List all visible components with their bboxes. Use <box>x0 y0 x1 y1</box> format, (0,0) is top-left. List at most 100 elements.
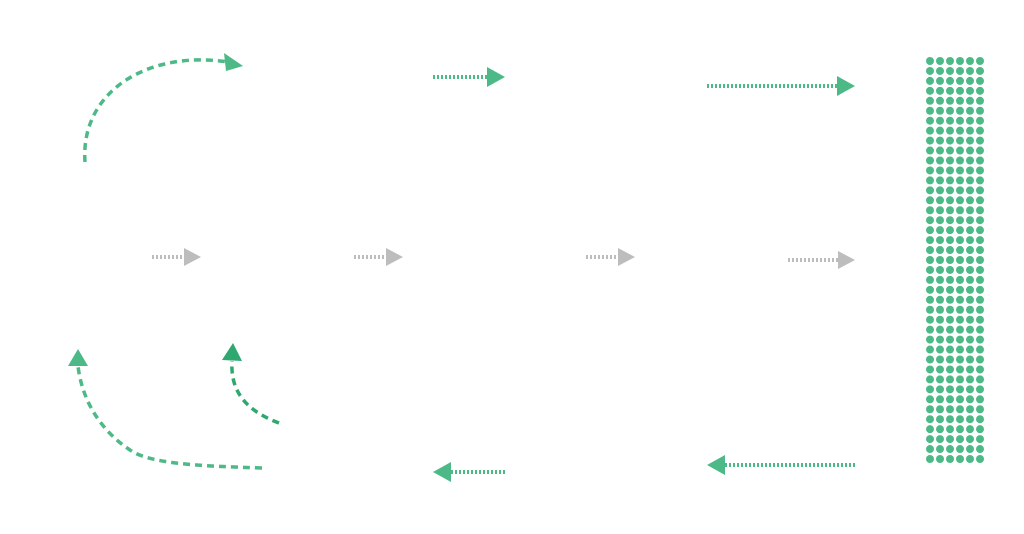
grid-dot <box>976 106 984 115</box>
grid-dot <box>936 345 944 354</box>
grid-dot <box>946 126 954 135</box>
grid-dot <box>976 126 984 135</box>
grid-dot <box>966 126 974 135</box>
grid-dot <box>946 445 954 454</box>
grid-dot <box>926 425 934 434</box>
grid-dot <box>946 295 954 304</box>
grid-dot <box>926 106 934 115</box>
grid-dot <box>946 335 954 344</box>
arrow-left-bottom-2 <box>707 455 855 475</box>
grid-dot <box>946 96 954 105</box>
grid-dot <box>936 206 944 215</box>
grid-dot <box>926 256 934 264</box>
grid-dot <box>936 176 944 185</box>
grid-dot <box>936 246 944 255</box>
grid-dot <box>966 216 974 225</box>
grid-dot <box>936 57 944 65</box>
grid-dot <box>926 136 934 145</box>
grid-dot <box>966 156 974 165</box>
grid-dot <box>926 305 934 314</box>
grid-dot <box>976 395 984 404</box>
grid-dot <box>966 295 974 304</box>
grid-dot <box>976 146 984 155</box>
grid-dot <box>976 57 984 65</box>
grid-dot <box>936 335 944 344</box>
grid-dot <box>966 385 974 394</box>
grid-dot <box>946 285 954 294</box>
grid-dot <box>946 106 954 115</box>
grid-dot <box>936 86 944 95</box>
grid-dot <box>936 236 944 245</box>
grid-dot <box>966 325 974 334</box>
grid-dot <box>936 106 944 115</box>
grid-dot <box>976 415 984 424</box>
grid-dot <box>946 156 954 165</box>
grid-dot <box>966 445 974 454</box>
grid-dot <box>976 325 984 334</box>
grid-dot <box>946 57 954 65</box>
grid-dot <box>956 405 964 414</box>
grid-dot <box>946 186 954 195</box>
gray-arrow-1 <box>152 248 201 266</box>
grid-dot <box>966 146 974 155</box>
grid-dot <box>976 455 984 463</box>
grid-dot <box>926 345 934 354</box>
grid-dot <box>966 57 974 65</box>
grid-dot <box>926 325 934 334</box>
grid-dot <box>936 315 944 324</box>
grid-dot <box>936 226 944 235</box>
grid-dot <box>926 206 934 215</box>
grid-dot <box>956 96 964 105</box>
grid-dot <box>926 365 934 374</box>
grid-dot <box>926 236 934 245</box>
grid-dot <box>926 146 934 155</box>
arrow-right-top-1 <box>433 67 505 87</box>
grid-dot <box>926 186 934 195</box>
curved-arrow-top-left <box>83 53 243 163</box>
grid-dot <box>956 385 964 394</box>
grid-dot <box>976 166 984 175</box>
grid-dot <box>966 275 974 284</box>
grid-dot <box>976 86 984 95</box>
grid-dot <box>936 365 944 374</box>
grid-dot <box>956 325 964 334</box>
grid-dot <box>966 455 974 463</box>
grid-dot <box>946 76 954 85</box>
grid-dot <box>926 226 934 235</box>
grid-dot <box>926 216 934 225</box>
grid-dot <box>946 365 954 374</box>
grid-dot <box>936 265 944 274</box>
grid-dot <box>926 156 934 165</box>
grid-dot <box>966 345 974 354</box>
grid-dot <box>926 315 934 324</box>
grid-dot <box>936 375 944 384</box>
grid-dot <box>926 166 934 175</box>
grid-dot <box>976 435 984 444</box>
grid-dot <box>966 66 974 75</box>
grid-dot <box>936 166 944 175</box>
grid-dot <box>966 335 974 344</box>
grid-dot <box>946 166 954 175</box>
grid-dot <box>966 96 974 105</box>
grid-dot <box>936 405 944 414</box>
grid-dot <box>946 66 954 75</box>
grid-dot <box>936 285 944 294</box>
grid-dot <box>956 455 964 463</box>
grid-dot <box>936 295 944 304</box>
grid-dot <box>976 365 984 374</box>
grid-dot <box>966 305 974 314</box>
grid-dot <box>956 226 964 235</box>
grid-dot <box>966 365 974 374</box>
grid-dot <box>966 196 974 205</box>
grid-dot <box>976 425 984 434</box>
grid-dot <box>946 355 954 364</box>
grid-dot <box>926 246 934 255</box>
grid-dot <box>956 206 964 215</box>
gray-arrow-2 <box>354 248 403 266</box>
grid-dot <box>936 415 944 424</box>
grid-dot <box>956 136 964 145</box>
grid-dot <box>956 246 964 255</box>
grid-dot <box>976 375 984 384</box>
grid-dot <box>976 385 984 394</box>
